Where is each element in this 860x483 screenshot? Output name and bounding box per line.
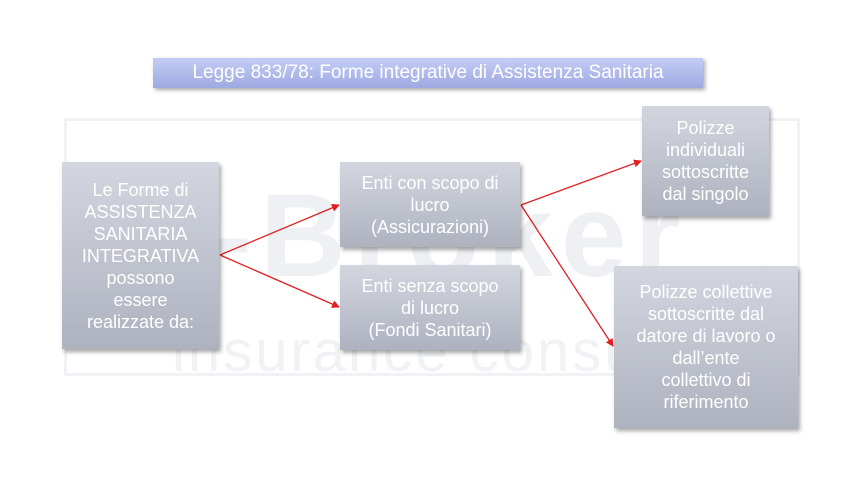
arrow-main-to-profit: [219, 204, 340, 256]
arrow-profit-to-collective: [520, 204, 614, 347]
arrow-main-to-nonprofit: [219, 254, 340, 308]
box-enti-senza-scopo-lucro-text: Enti senza scopo di lucro (Fondi Sanitar…: [361, 275, 499, 340]
box-polizze-individuali-text: Polizze individuali sottoscritte dal sin…: [661, 118, 750, 204]
diagram-title: Legge 833/78: Forme integrative di Assis…: [153, 58, 703, 88]
box-enti-scopo-lucro: Enti con scopo di lucro (Assicurazioni): [340, 162, 520, 247]
box-forme-assistenza-text: Le Forme di ASSISTENZA SANITARIA INTEGRA…: [81, 179, 200, 332]
box-forme-assistenza: Le Forme di ASSISTENZA SANITARIA INTEGRA…: [62, 162, 219, 349]
box-polizze-individuali: Polizze individuali sottoscritte dal sin…: [642, 106, 769, 216]
box-enti-scopo-lucro-text: Enti con scopo di lucro (Assicurazioni): [361, 172, 499, 237]
box-polizze-collettive: Polizze collettive sottoscritte dal dato…: [614, 266, 798, 428]
box-enti-senza-scopo-lucro: Enti senza scopo di lucro (Fondi Sanitar…: [340, 265, 520, 350]
arrow-profit-to-individual: [520, 159, 642, 206]
box-polizze-collettive-text: Polizze collettive sottoscritte dal dato…: [636, 282, 776, 412]
